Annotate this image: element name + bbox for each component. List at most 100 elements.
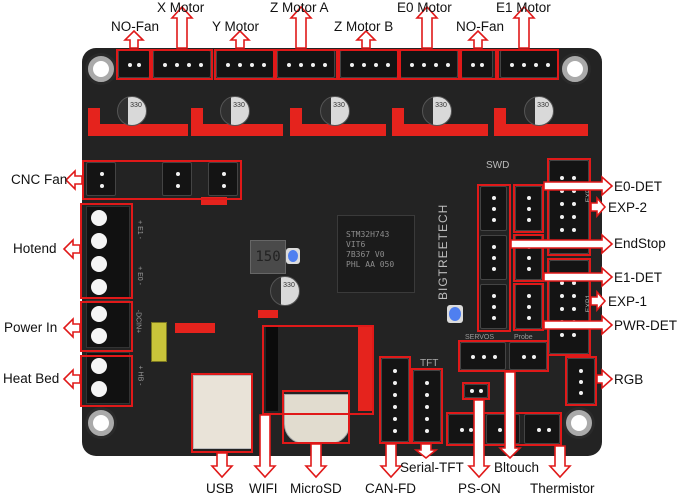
connector-fan0[interactable] xyxy=(86,162,116,196)
label-e0-det: E0-DET xyxy=(614,179,663,194)
highlight-microsd xyxy=(282,390,350,444)
arrow-left-hotend xyxy=(62,238,81,260)
highlight-power-in xyxy=(80,301,133,352)
label-bltouch: Bltouch xyxy=(494,460,540,475)
jumper-usb-power[interactable] xyxy=(175,323,215,333)
silk-swd: SWD xyxy=(486,160,510,171)
arrow-up-y-motor xyxy=(229,29,251,49)
capacitor: 330 xyxy=(422,96,452,126)
arrow-up-z-motor-b xyxy=(355,29,377,49)
wifi-header-right[interactable] xyxy=(358,327,372,411)
microsd-slot[interactable] xyxy=(284,394,350,444)
jumper-vusb[interactable] xyxy=(258,310,278,318)
connector-no-fan-left[interactable] xyxy=(118,50,150,78)
connector-y-stop[interactable] xyxy=(480,235,507,280)
connector-exp2[interactable] xyxy=(549,160,589,254)
connector-probe[interactable] xyxy=(509,342,547,370)
label-ps-on: PS-ON xyxy=(458,481,501,496)
connector-rgb[interactable] xyxy=(567,358,595,404)
connector-th1[interactable] xyxy=(524,414,560,444)
arrow-down-microsd xyxy=(304,443,328,479)
highlight-serial-tft xyxy=(411,368,443,444)
arrow-down-usb xyxy=(210,452,234,479)
reset-button[interactable] xyxy=(447,305,463,323)
arrow-right-pwr-det xyxy=(543,314,614,336)
highlight-hotend xyxy=(80,203,133,299)
highlight-exp1 xyxy=(547,258,591,356)
highlight-no-fan-right xyxy=(460,49,497,80)
arrow-left-heat-bed xyxy=(62,368,81,390)
arrow-up-x-motor xyxy=(170,5,194,49)
arrow-right-rgb xyxy=(596,368,614,390)
highlight-ps-on xyxy=(462,382,490,400)
connector-y-motor[interactable] xyxy=(216,50,274,78)
connector-x-stop[interactable] xyxy=(480,186,507,231)
silk-probe: Probe xyxy=(514,334,533,341)
label-z-motor-a: Z Motor A xyxy=(270,0,329,15)
wifi-header-left[interactable] xyxy=(266,327,278,411)
arrow-up-e0-motor xyxy=(415,5,439,49)
highlight-exp2 xyxy=(547,158,591,256)
highlight-servos-probe xyxy=(458,340,549,372)
label-exp1: EXP-1 xyxy=(608,294,648,309)
label-serial-tft: Serial-TFT xyxy=(400,460,464,475)
arrow-up-z-motor-a xyxy=(289,5,313,49)
terminal-power-in[interactable] xyxy=(86,300,130,348)
highlight-heat-bed xyxy=(80,355,133,407)
label-z-motor-b: Z Motor B xyxy=(334,19,394,34)
label-can-fd: CAN-FD xyxy=(365,481,416,496)
connector-ps-on[interactable] xyxy=(464,384,488,398)
label-pwr-det: PWR-DET xyxy=(614,318,677,333)
arrow-down-bltouch xyxy=(498,371,522,460)
arrow-right-endstop xyxy=(510,233,614,255)
stepper-driver-sockets xyxy=(88,84,588,150)
highlight-e0-motor xyxy=(399,49,460,80)
arrow-left-cnc-fan xyxy=(64,169,83,191)
connector-fan2[interactable] xyxy=(208,162,238,196)
connector-servos[interactable] xyxy=(460,342,506,370)
label-power-in: Power In xyxy=(4,320,58,335)
connector-z-stop[interactable] xyxy=(480,284,507,329)
mounting-hole-top-right xyxy=(562,56,588,82)
highlight-x-motor xyxy=(151,49,213,80)
connector-can-fd[interactable] xyxy=(381,358,409,442)
connector-e0-det[interactable] xyxy=(515,186,542,231)
connector-z-motor-a[interactable] xyxy=(277,50,335,78)
label-e1-motor: E1 Motor xyxy=(496,0,551,15)
arrow-up-no-fan-right xyxy=(467,29,489,49)
arrow-down-wifi xyxy=(253,414,277,479)
capacitor-main: 330 xyxy=(270,276,300,306)
connector-pwr-det[interactable] xyxy=(515,284,542,329)
boot-button[interactable] xyxy=(286,248,300,264)
capacitor: 330 xyxy=(220,96,250,126)
arrow-left-power-in xyxy=(62,317,81,339)
label-endstop: EndStop xyxy=(614,236,666,251)
fuse xyxy=(151,322,167,362)
terminal-heat-bed[interactable] xyxy=(86,352,130,404)
silk-servos: SERVOS xyxy=(465,334,495,341)
label-thermistor: Thermistor xyxy=(530,481,595,496)
label-exp2: EXP-2 xyxy=(608,200,648,215)
highlight-wifi xyxy=(262,325,374,415)
inductor: 150 xyxy=(250,240,286,274)
label-e1-det: E1-DET xyxy=(614,270,663,285)
arrow-right-e1-det xyxy=(543,266,614,288)
capacitor: 330 xyxy=(117,96,147,126)
highlight-usb xyxy=(191,373,253,453)
highlight-thermistors xyxy=(446,412,562,446)
label-usb: USB xyxy=(206,481,234,496)
connector-x-motor[interactable] xyxy=(153,50,211,78)
highlight-e1-det xyxy=(513,234,544,282)
connector-serial-tft[interactable] xyxy=(413,370,441,442)
highlight-z-motor-a xyxy=(275,49,338,80)
connector-fan1[interactable] xyxy=(162,162,192,196)
jumper-vfan[interactable] xyxy=(201,197,227,205)
highlight-endstops xyxy=(477,184,511,332)
highlight-z-motor-b xyxy=(338,49,399,80)
arrow-right-exp1 xyxy=(590,289,607,313)
label-no-fan-left: NO-Fan xyxy=(111,19,160,34)
arrow-right-e0-det xyxy=(543,175,614,197)
arrow-down-can-fd xyxy=(379,443,403,479)
